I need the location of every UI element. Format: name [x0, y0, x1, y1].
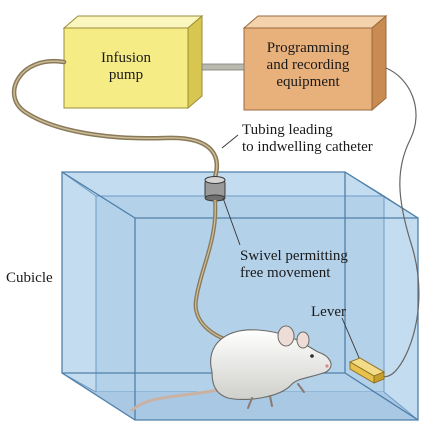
infusion-pump-label: Infusion pump [86, 50, 166, 84]
tubing-label: Tubing leading to indwelling catheter [242, 122, 373, 156]
programming-label-line-3: equipment [276, 74, 340, 90]
infusion-pump-label-line-1: Infusion [101, 50, 151, 66]
swivel [204, 176, 226, 202]
programming-equipment-box [242, 14, 388, 112]
programming-label-line-1: Programming [266, 40, 350, 56]
swivel-label-line-1: Swivel permitting [240, 248, 348, 264]
lever [348, 357, 386, 384]
connector-cable [201, 63, 245, 71]
tubing-label-line-1: Tubing leading [242, 122, 333, 138]
cubicle-label: Cubicle [6, 270, 53, 286]
programming-label-line-2: and recording [266, 57, 350, 73]
lever-wire [379, 67, 420, 378]
swivel-label-line-2: free movement [240, 265, 331, 281]
lever-label: Lever [311, 304, 346, 320]
programming-equipment-label: Programming and recording equipment [250, 40, 366, 91]
infusion-pump-label-line-2: pump [108, 67, 144, 83]
tubing-label-line-2: to indwelling catheter [242, 139, 373, 155]
rat [130, 325, 332, 412]
infusion-pump-box [62, 14, 204, 110]
swivel-label: Swivel permitting free movement [240, 248, 348, 282]
